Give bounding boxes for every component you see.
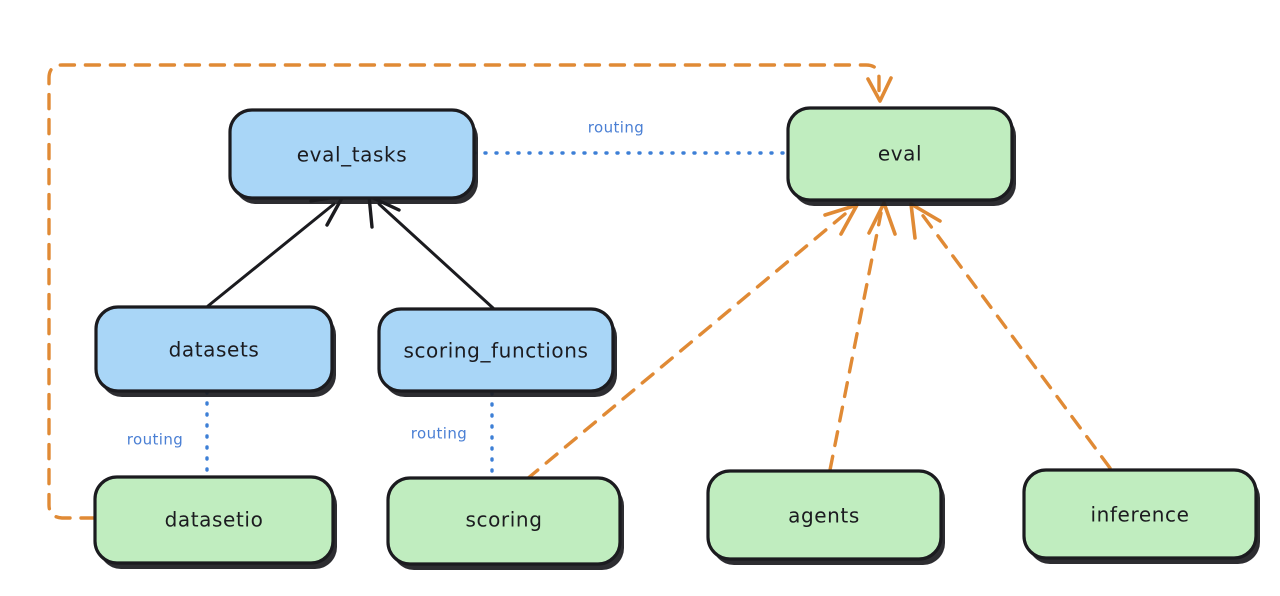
node-layer: eval_tasks eval datasets scoring_functio…	[93, 106, 1260, 570]
node-scoring-functions[interactable]: scoring_functions	[377, 307, 617, 397]
node-scoring-label: scoring	[465, 508, 542, 532]
edge-agents-eval	[828, 201, 897, 472]
node-scoring-functions-body	[377, 307, 615, 393]
node-agents-label: agents	[788, 504, 860, 528]
node-inference-label: inference	[1090, 503, 1189, 527]
node-agents-body	[706, 469, 943, 561]
edge-evaltasks-eval: routing	[472, 119, 788, 155]
edge-label-routing-datasetio: routing	[127, 431, 183, 449]
edge-inference-eval	[909, 202, 1112, 470]
node-datasetio[interactable]: datasetio	[93, 475, 337, 569]
node-eval-tasks-label: eval_tasks	[297, 143, 407, 167]
node-scoring-functions-label: scoring_functions	[403, 339, 588, 363]
node-scoring[interactable]: scoring	[386, 476, 624, 570]
node-datasets-label: datasets	[169, 338, 260, 362]
node-datasetio-body	[93, 475, 335, 565]
node-eval-tasks-body	[228, 108, 476, 200]
node-eval-tasks[interactable]: eval_tasks	[228, 108, 478, 204]
node-eval-label: eval	[878, 142, 922, 166]
edge-datasets-evaltasks	[206, 194, 345, 308]
edge-label-routing-scoring: routing	[411, 425, 467, 443]
node-datasets[interactable]: datasets	[94, 305, 336, 397]
node-eval[interactable]: eval	[786, 106, 1016, 206]
node-scoring-body	[386, 476, 622, 566]
node-datasetio-label: datasetio	[165, 508, 264, 532]
node-datasets-body	[94, 305, 334, 393]
node-agents[interactable]: agents	[706, 469, 945, 565]
node-inference-body	[1022, 468, 1258, 560]
edge-scoringfn-evaltasks	[367, 194, 495, 310]
edge-scoringfn-scoring: routing	[411, 391, 494, 479]
edge-label-routing-eval: routing	[588, 119, 644, 137]
node-eval-body	[786, 106, 1014, 202]
edge-datasetio-eval	[47, 63, 893, 520]
node-inference[interactable]: inference	[1022, 468, 1260, 564]
edge-datasets-datasetio: routing	[127, 390, 209, 478]
